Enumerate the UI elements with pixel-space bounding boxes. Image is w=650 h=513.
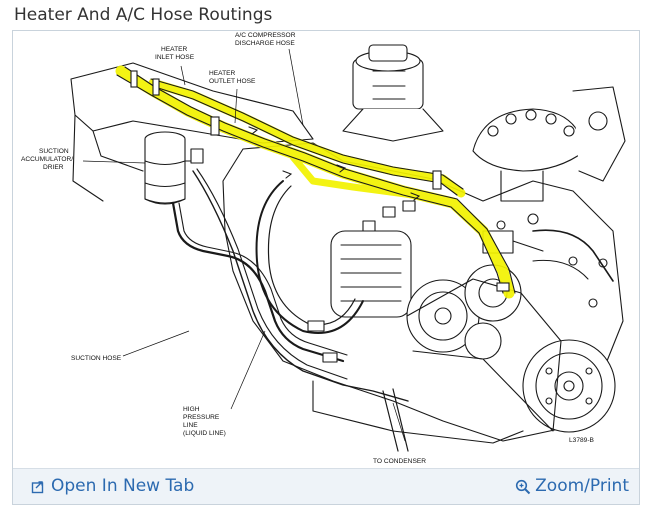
- open-in-new-tab-link[interactable]: Open In New Tab: [31, 476, 194, 496]
- label-heater-outlet-2: OUTLET HOSE: [209, 78, 256, 85]
- label-suction-hose: SUCTION HOSE: [71, 355, 122, 362]
- lower-hose-loop: [255, 180, 364, 334]
- distributor-cap: [472, 108, 586, 202]
- label-high-pressure-3: LINE: [183, 422, 198, 429]
- open-new-tab-icon: [31, 479, 45, 494]
- label-heater-inlet-1: HEATER: [161, 46, 187, 53]
- page-title: Heater And A/C Hose Routings: [14, 5, 273, 25]
- label-figure-code: L3789-B: [569, 437, 595, 444]
- condenser-line: [382, 388, 409, 452]
- harmonic-balancer: [522, 339, 616, 433]
- label-condenser: TO CONDENSER: [373, 458, 426, 465]
- label-heater-inlet-2: INLET HOSE: [155, 54, 195, 61]
- engine-hose-diagram: HEATER INLET HOSE HEATER OUTLET HOSE A/C…: [21, 32, 626, 465]
- label-high-pressure-2: PRESSURE: [183, 414, 220, 421]
- high-pressure-line: [192, 170, 409, 402]
- suction-hose: [171, 201, 345, 363]
- label-heater-outlet-1: HEATER: [209, 70, 235, 77]
- label-accumulator-2: ACCUMULATOR/: [21, 156, 73, 163]
- zoom-icon: [515, 479, 531, 495]
- open-new-tab-label: Open In New Tab: [51, 476, 195, 496]
- carburetor: [342, 44, 444, 142]
- label-accumulator-1: SUCTION: [39, 148, 69, 155]
- label-high-pressure-1: HIGH: [183, 406, 200, 413]
- label-accumulator-3: DRIER: [43, 164, 64, 171]
- zoom-print-label: Zoom/Print: [535, 476, 629, 496]
- image-footer-bar: Open In New Tab Zoom/Print: [13, 468, 639, 504]
- accumulator-drier-canister: [144, 131, 186, 205]
- label-ac-discharge-2: DISCHARGE HOSE: [235, 40, 295, 47]
- label-ac-discharge-1: A/C COMPRESSOR: [235, 32, 296, 39]
- heater-inlet-hose-highlight: [115, 65, 515, 299]
- label-high-pressure-4: (LIQUID LINE): [183, 430, 226, 437]
- diagram-frame: HEATER INLET HOSE HEATER OUTLET HOSE A/C…: [12, 30, 640, 505]
- zoom-print-link[interactable]: Zoom/Print: [515, 476, 629, 496]
